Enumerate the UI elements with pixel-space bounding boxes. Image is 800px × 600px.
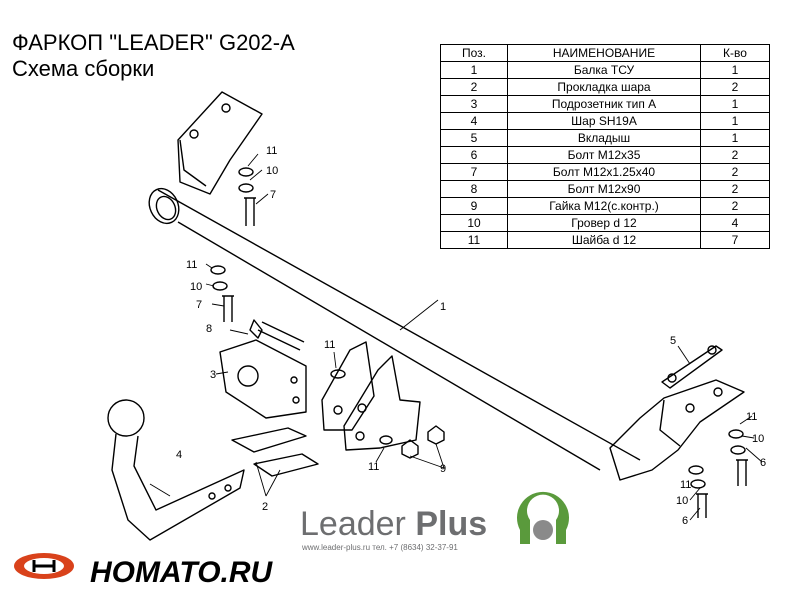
callout-6b: 6 [682, 515, 688, 527]
table-cell: 2 [440, 78, 508, 96]
callout-10: 10 [266, 165, 278, 177]
table-cell: 2 [700, 146, 770, 164]
column-header: Поз. [440, 44, 508, 62]
table-cell: 2 [700, 197, 770, 215]
leader-lines [149, 153, 763, 521]
callout-7b: 7 [196, 299, 202, 311]
callout-11f: 11 [680, 479, 691, 491]
left-upper-bracket [177, 91, 263, 195]
right-end-bracket [609, 379, 745, 481]
table-cell: 1 [700, 112, 770, 130]
brand-plus: Plus [415, 505, 488, 543]
callout-11d: 11 [368, 461, 379, 473]
table-cell: Болт М12х90 [507, 180, 701, 198]
table-cell: Подрозетник тип А [507, 95, 701, 113]
table-cell: 6 [440, 146, 508, 164]
callout-11e: 11 [746, 411, 757, 423]
table-cell: 11 [440, 231, 508, 249]
callout-6: 6 [760, 457, 766, 469]
table-cell: Вкладыш [507, 129, 701, 147]
table-cell: 1 [700, 95, 770, 113]
table-cell: 1 [440, 61, 508, 79]
page-subtitle: Схема сборки [12, 56, 155, 81]
watermark-text: HOMATO.RU [90, 556, 273, 589]
table-cell: 4 [700, 214, 770, 232]
table-cell: 3 [440, 95, 508, 113]
table-cell: Болт М12х35 [507, 146, 701, 164]
table-cell: 2 [700, 163, 770, 181]
brand-contact: www.leader-plus.ru тел. +7 (8634) 32-37-… [302, 543, 458, 552]
callout-11c: 11 [324, 339, 335, 351]
page-title: ФАРКОП "LEADER" G202-A [12, 30, 295, 55]
leader-plus-logo-icon [517, 491, 569, 544]
table-cell: 5 [440, 129, 508, 147]
middle-brackets [321, 341, 421, 451]
callout-10d: 10 [676, 495, 688, 507]
table-cell: 8 [440, 180, 508, 198]
homato-logo-icon [14, 553, 74, 579]
table-cell: 9 [440, 197, 508, 215]
table-cell: Шар SH19A [507, 112, 701, 130]
callout-1: 1 [440, 301, 446, 313]
table-cell: 10 [440, 214, 508, 232]
ball-mount [107, 399, 245, 541]
table-cell: 7 [440, 163, 508, 181]
socket-plate [219, 339, 307, 419]
table-cell: 7 [700, 231, 770, 249]
table-header-row: Поз. НАИМЕНОВАНИЕ К-во [440, 44, 770, 62]
insert-part [661, 345, 723, 389]
callout-2: 2 [262, 501, 268, 513]
brand-leader: Leader [300, 505, 406, 543]
table-cell: Болт М12х1.25х40 [507, 163, 701, 181]
callout-5: 5 [670, 335, 676, 347]
table-cell: Гайка М12(с.контр.) [507, 197, 701, 215]
callout-8: 8 [206, 323, 212, 335]
callout-11b: 11 [186, 259, 197, 271]
column-header: К-во [700, 44, 770, 62]
table-cell: 1 [700, 129, 770, 147]
tow-beam [148, 187, 641, 471]
ball-plates [231, 427, 319, 477]
table-cell: Гровер d 12 [507, 214, 701, 232]
table-cell: 2 [700, 180, 770, 198]
callout-9: 9 [440, 463, 446, 475]
callout-3: 3 [210, 369, 216, 381]
short-bolts [222, 197, 748, 518]
table-cell: Шайба d 12 [507, 231, 701, 249]
brand-name: Leader Plus [300, 505, 487, 544]
callout-11: 11 [266, 145, 277, 157]
table-cell: 2 [700, 78, 770, 96]
table-cell: Прокладка шара [507, 78, 701, 96]
table-cell: 4 [440, 112, 508, 130]
column-header: НАИМЕНОВАНИЕ [507, 44, 701, 62]
table-cell: Балка ТСУ [507, 61, 701, 79]
callout-4: 4 [176, 449, 182, 461]
washers [210, 167, 746, 489]
callout-7: 7 [270, 189, 276, 201]
callout-10b: 10 [190, 281, 202, 293]
bolt-m12x90 [249, 319, 305, 351]
callout-10c: 10 [752, 433, 764, 445]
table-cell: 1 [700, 61, 770, 79]
